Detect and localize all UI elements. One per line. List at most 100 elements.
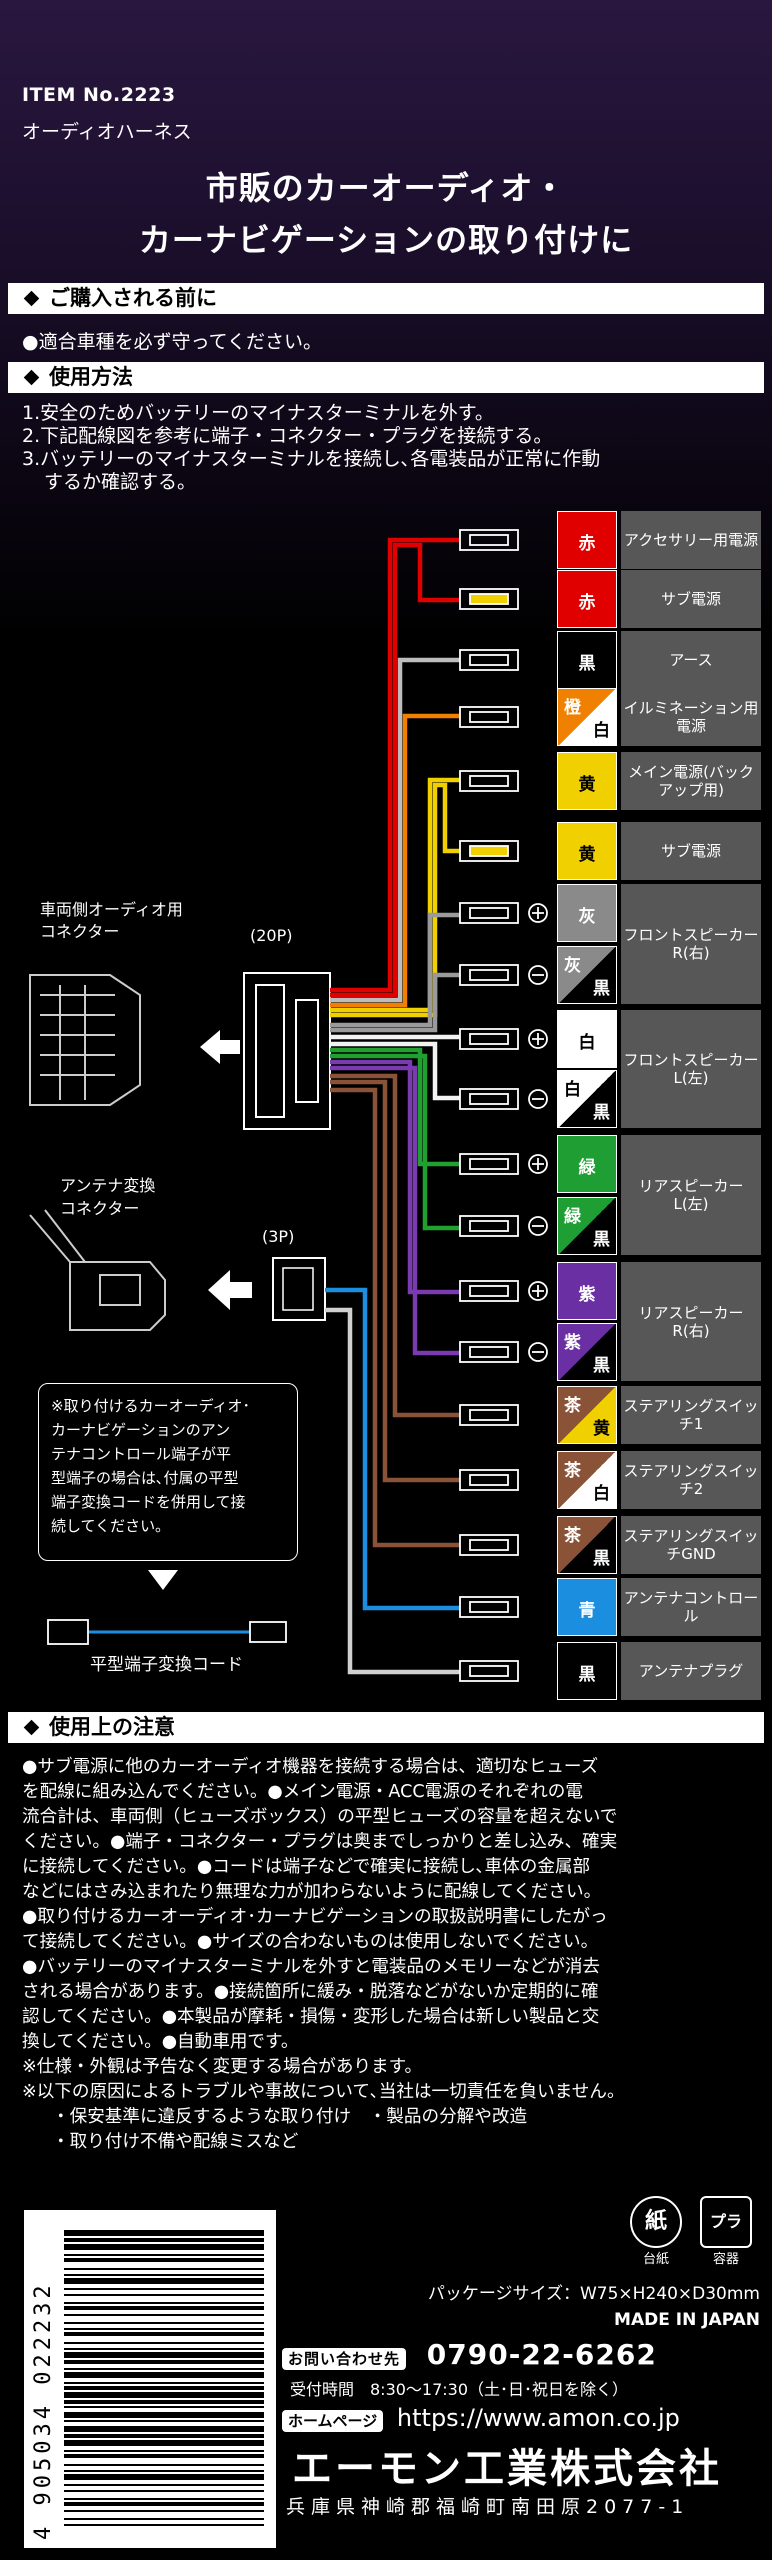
terminal-inner-icon [469,1158,509,1170]
pin-count-3p: (3P) [262,1227,295,1246]
minus-icon [528,1089,548,1109]
wire-color-box: 茶黒 [557,1516,617,1574]
usage-steps: 1.安全のためバッテリーのマイナスターミナルを外す。 2.下記配線図を参考に端子… [22,402,762,494]
homepage-tag: ホームページ [282,2410,384,2432]
vehicle-connector-label-1: 車両側オーディオ用 [40,900,183,919]
barcode-bar [64,2450,264,2452]
wire-function-label: サブ電源 [621,570,761,628]
barcode-bar [64,2352,264,2358]
wire-color-name: 赤 [578,534,596,554]
wire-function-label: アクセサリー用電源 [621,511,761,569]
barcode-bar [64,2412,264,2418]
wire-color-name: 黒 [578,1665,596,1685]
plus-sign [532,1285,544,1297]
barcode-bar [64,2348,264,2350]
contact-tag: お問い合わせ先 [282,2348,407,2370]
terminal-inner-icon [469,1474,509,1486]
wire-color-name: 緑 [564,1207,581,1227]
terminal-icon [459,902,519,924]
wire-stripe-color-name: 黄 [593,1419,610,1439]
barcode-bar [64,2372,264,2378]
barcode-bar [64,2392,264,2398]
company-name: エーモン工業株式会社 [292,2446,722,2492]
terminal-inner-icon [469,1539,509,1551]
step-3: 3.バッテリーのマイナスターミナルを接続し､各電装品が正常に作動 [22,448,601,470]
barcode-bar [64,2490,264,2492]
barcode-bar [64,2464,264,2466]
terminal-inner-icon [469,593,509,605]
wire-function-label: フロントスピーカーR(右) [621,884,761,1004]
barcode-bar [64,2474,264,2480]
barcode-bar [64,2470,264,2472]
wire-color-box: 黒 [557,1642,617,1700]
wire-color-box: 青 [557,1578,617,1636]
terminal-icon [459,529,519,551]
section-header-before-purchase: ご購入される前に [8,283,764,314]
terminal-icon [459,770,519,792]
antenna-connector-label-1: アンテナ変換 [60,1176,156,1195]
wire-color-name: 紫 [578,1285,596,1305]
plus-icon [528,1281,548,1301]
arrow-icon [148,1030,252,1590]
terminal-inner-icon [469,1409,509,1421]
barcode-bar [64,2510,264,2512]
barcode-bar [64,2420,264,2422]
wire-function-label: ステアリングスイッチ1 [621,1386,761,1444]
wire-color-name: 茶 [564,1396,581,1416]
wire-function-label: イルミネーション用電源 [621,688,761,746]
wire-color-name: 灰 [564,956,581,976]
minus-icon [528,1342,548,1362]
plus-icon [528,1029,548,1049]
paper-recycle-mark: 紙 台紙 [626,2196,686,2267]
wire-function-label: アンテナコントロール [621,1578,761,1636]
homepage-url[interactable]: https://www.amon.co.jp [396,2404,680,2432]
terminal-icon [459,1215,519,1237]
barcode-bar [64,2268,264,2270]
barcode-number: 4 905034 022232 [31,2281,56,2540]
terminal-inner-icon [469,1665,509,1677]
wiring-diagram [29,529,548,1682]
step-3-cont: するか確認する。 [44,471,197,493]
wire-color-name: 赤 [578,593,596,613]
wire-stripe-color-name: 白 [593,721,610,741]
terminal-inner-icon [469,1033,509,1045]
wire-function-label: メイン電源(バックアップ用) [621,752,761,810]
barcode-bar [64,2518,264,2520]
wire-function-label: リアスピーカーL(左) [621,1135,761,1255]
terminal-icon [459,1153,519,1175]
wire-color-box: 茶白 [557,1451,617,1509]
plus-sign [532,1033,544,1045]
wire-color-name: 黒 [578,654,596,674]
wire-color-box: 赤 [557,511,617,569]
barcode-bar [64,2368,264,2370]
wire-color-box: 紫黒 [557,1323,617,1381]
barcode-bar [64,2328,264,2330]
wire-color-name: 橙 [564,698,581,718]
wire-color-box: 緑 [557,1135,617,1193]
wire-color-box: 黄 [557,822,617,880]
barcode-bars [64,2230,264,2526]
business-hours: 受付時間 8:30〜17:30（土･日･祝日を除く） [290,2380,629,2399]
barcode: 4 905034 022232 [24,2210,276,2548]
terminal-icon [459,1280,519,1302]
terminal-inner-icon [469,907,509,919]
barcode-bar [64,2230,264,2236]
barcode-bar [64,2254,264,2256]
barcode-bar [64,2360,264,2364]
barcode-bar [64,2502,264,2506]
title-line-1: 市販のカーオーディオ・ [205,169,567,207]
title-line-2: カーナビゲーションの取り付けに [138,221,634,259]
barcode-bar [64,2332,264,2336]
terminal-icon [459,1088,519,1110]
wire-color-box: 黒 [557,631,617,689]
wire-color-box: 赤 [557,570,617,628]
barcode-bar [64,2434,264,2438]
paper-recycle-icon: 紙 [630,2196,682,2248]
barcode-bar [64,2400,264,2404]
terminal-inner-icon [469,845,509,857]
flat-cord-label: 平型端子変換コード [90,1655,243,1675]
barcode-bar [64,2426,264,2432]
wire-color-box: 茶黄 [557,1386,617,1444]
wire-color-name: 茶 [564,1526,581,1546]
antenna-connector-drawing [29,1209,166,1331]
